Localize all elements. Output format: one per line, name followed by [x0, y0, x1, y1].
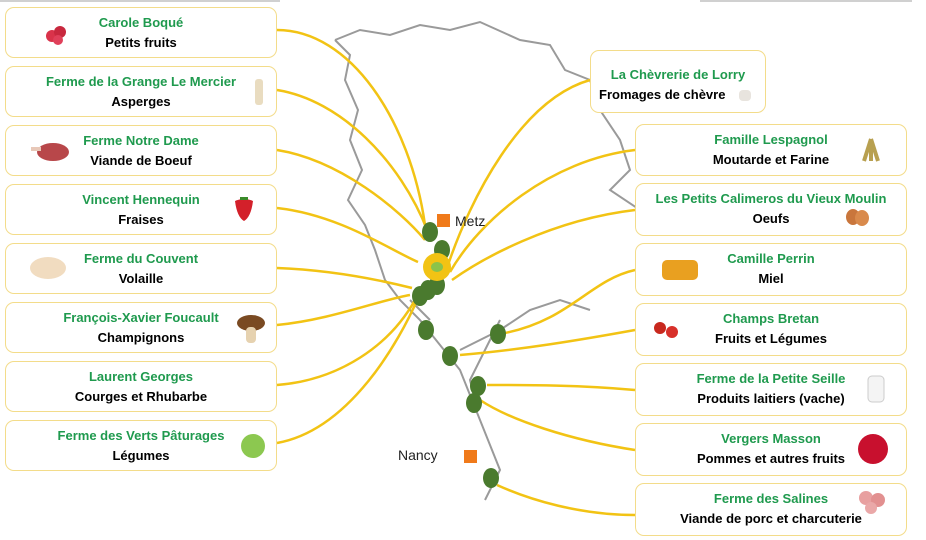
strawberry-icon [235, 197, 253, 221]
beef-icon [31, 143, 69, 161]
goat-cheese-icon [739, 90, 751, 101]
apple-icon [858, 434, 888, 464]
producer-product: Fraises [118, 212, 164, 227]
producer-name: François-Xavier Foucault [63, 310, 219, 325]
top-divider [700, 0, 912, 2]
producer-card[interactable]: Ferme de la Petite Seille Produits laiti… [635, 363, 907, 416]
producer-product: Miel [758, 271, 784, 286]
region-border [334, 20, 641, 501]
chicken-icon [30, 257, 66, 279]
producer-product: Fromages de chèvre [599, 87, 726, 102]
connection-lines [276, 28, 636, 517]
producer-name: Laurent Georges [88, 369, 194, 384]
producer-name: Ferme des Salines [713, 491, 829, 506]
wheat-icon [862, 138, 880, 162]
producer-product: Viande de porc et charcuterie [680, 511, 862, 526]
producer-card[interactable]: Vergers Masson Pommes et autres fruits [635, 423, 907, 476]
producer-card[interactable]: François-Xavier Foucault Champignons [5, 302, 277, 353]
producer-card[interactable]: Laurent Georges Courges et Rhubarbe [5, 361, 277, 412]
mushroom-icon [237, 315, 265, 343]
producer-card[interactable]: Ferme du Couvent Volaille [5, 243, 277, 294]
producer-product: Courges et Rhubarbe [74, 389, 208, 404]
producer-product: Légumes [112, 448, 170, 463]
producer-product: Petits fruits [105, 35, 177, 50]
tomato-icon [654, 322, 678, 338]
lettuce-icon [241, 434, 265, 458]
producer-card[interactable]: Vincent Hennequin Fraises [5, 184, 277, 235]
producer-name: Ferme Notre Dame [83, 133, 199, 148]
producer-product: Viande de Boeuf [90, 153, 192, 168]
producer-name: La Chèvrerie de Lorry [610, 67, 746, 82]
producer-name: Vincent Hennequin [82, 192, 200, 207]
asparagus-icon [255, 79, 263, 105]
sausage-icon [859, 491, 885, 514]
producer-name: Carole Boqué [98, 15, 184, 30]
producer-product: Asperges [111, 94, 171, 109]
producer-name: Famille Lespagnol [714, 132, 828, 147]
producer-product: Pommes et autres fruits [696, 451, 846, 466]
producer-card[interactable]: Ferme des Salines Viande de porc et char… [635, 483, 907, 536]
producer-product: Oeufs [752, 211, 790, 226]
producer-name: Camille Perrin [727, 251, 815, 266]
producer-card[interactable]: Ferme de la Grange Le Mercier Asperges [5, 66, 277, 117]
milk-icon [867, 375, 885, 403]
producer-card[interactable]: Ferme des Verts Pâturages Légumes [5, 420, 277, 471]
producer-product: Produits laitiers (vache) [697, 391, 845, 406]
producer-card[interactable]: Ferme Notre Dame Viande de Boeuf [5, 125, 277, 176]
producer-product: Volaille [118, 271, 164, 286]
producer-name: Ferme de la Grange Le Mercier [45, 74, 237, 89]
producer-product: Fruits et Légumes [715, 331, 827, 346]
producer-product: Moutarde et Farine [712, 152, 830, 167]
city-metz: Metz [455, 213, 486, 229]
producer-card[interactable]: Carole Boqué Petits fruits [5, 7, 277, 58]
producer-card[interactable]: Camille Perrin Miel [635, 243, 907, 296]
producer-name: Ferme de la Petite Seille [696, 371, 846, 386]
raspberry-icon [46, 26, 66, 45]
nancy-marker [464, 450, 477, 463]
producer-card[interactable]: Champs Bretan Fruits et Légumes [635, 303, 907, 356]
top-divider [0, 0, 280, 2]
producer-name: Vergers Masson [721, 431, 821, 446]
producer-product: Champignons [97, 330, 185, 345]
producer-card[interactable]: Les Petits Calimeros du Vieux Moulin Oeu… [635, 183, 907, 236]
producer-card[interactable]: Famille Lespagnol Moutarde et Farine [635, 124, 907, 176]
producer-name: Ferme du Couvent [83, 251, 199, 266]
producer-card[interactable]: La Chèvrerie de Lorry Fromages de chèvre [590, 50, 766, 113]
producer-name: Ferme des Verts Pâturages [57, 428, 225, 443]
honey-icon [662, 260, 698, 280]
producer-name: Les Petits Calimeros du Vieux Moulin [655, 191, 887, 206]
producer-dots [412, 222, 506, 488]
producer-name: Champs Bretan [722, 311, 820, 326]
metz-marker [437, 214, 450, 227]
eggs-icon [846, 209, 869, 226]
city-nancy: Nancy [398, 447, 438, 463]
